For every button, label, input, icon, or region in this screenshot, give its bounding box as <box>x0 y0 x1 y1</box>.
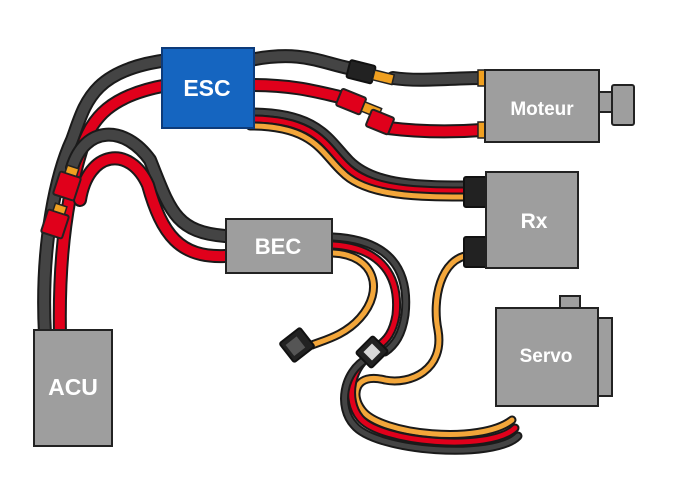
battery-label: ACU <box>48 374 98 400</box>
bec-plug-mid <box>355 335 389 369</box>
battery-connector-lower <box>40 202 70 240</box>
servo-cable <box>340 250 523 455</box>
battery-to-bec-wires <box>65 127 232 264</box>
servo-label: Servo <box>520 346 573 367</box>
bec-output-cable <box>328 232 411 357</box>
servo: Servo <box>495 295 613 407</box>
battery: ACU <box>33 329 113 447</box>
esc: ESC <box>161 47 255 129</box>
bec-lead-cable <box>307 248 379 350</box>
motor-label: Moteur <box>510 99 574 120</box>
battery-connector-upper <box>52 164 82 202</box>
esc-label: ESC <box>183 75 230 101</box>
motor-bullet-red-female <box>365 108 395 136</box>
receiver-label: Rx <box>521 210 548 233</box>
bec: BEC <box>225 218 333 274</box>
esc-to-motor-wires <box>243 49 489 139</box>
bec-label: BEC <box>255 234 302 259</box>
motor: Moteur <box>477 69 635 143</box>
motor-bullet-black <box>345 59 396 86</box>
esc-signal-cable <box>245 107 475 202</box>
receiver: Rx <box>463 171 579 269</box>
bec-plug-left <box>279 327 315 363</box>
